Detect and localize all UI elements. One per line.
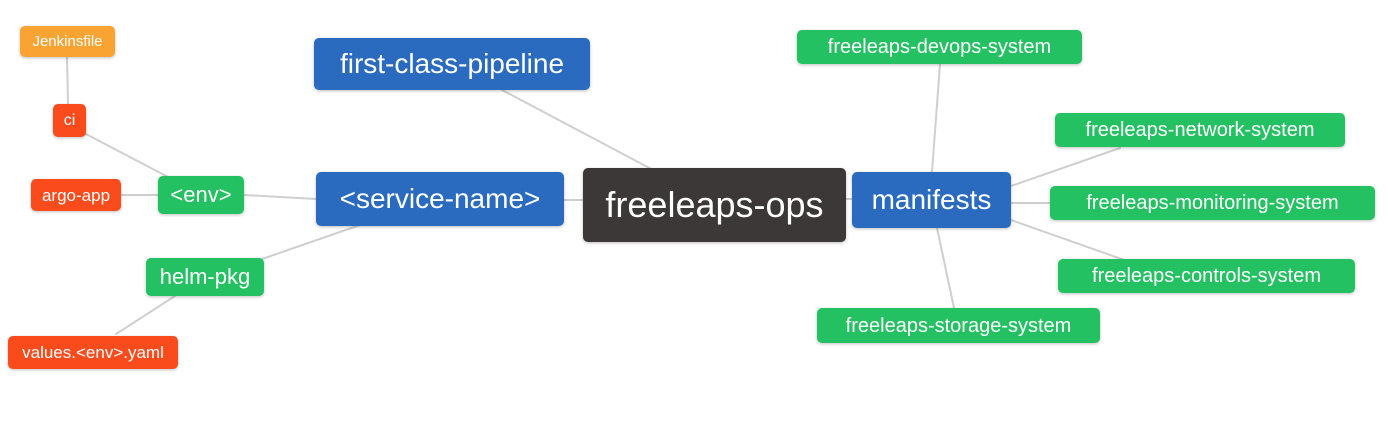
node-freeleaps-devops-system[interactable]: freeleaps-devops-system	[797, 30, 1082, 64]
node-freeleaps-network-system[interactable]: freeleaps-network-system	[1055, 113, 1345, 147]
edge-helm-pkg-to-values-env-yaml	[115, 295, 176, 335]
edge-manifests-to-freeleaps-network-system	[1010, 147, 1121, 187]
node-helm-pkg[interactable]: helm-pkg	[146, 258, 264, 296]
node-argo-app[interactable]: argo-app	[31, 179, 121, 211]
node-freeleaps-monitoring-system[interactable]: freeleaps-monitoring-system	[1050, 186, 1375, 220]
node-service-name[interactable]: <service-name>	[316, 172, 564, 226]
edge-env-to-service-name	[243, 194, 317, 200]
edge-manifests-to-freeleaps-storage-system	[936, 227, 955, 309]
node-ci[interactable]: ci	[53, 104, 86, 137]
edge-manifests-to-freeleaps-controls-system	[1010, 219, 1131, 263]
node-manifests[interactable]: manifests	[852, 172, 1011, 228]
edge-manifests-to-freeleaps-devops-system	[931, 63, 941, 173]
edge-first-class-pipeline-to-freeleaps-ops	[501, 89, 658, 173]
node-values-env-yaml[interactable]: values.<env>.yaml	[8, 336, 178, 369]
node-freeleaps-controls-system[interactable]: freeleaps-controls-system	[1058, 259, 1355, 293]
node-freeleaps-storage-system[interactable]: freeleaps-storage-system	[817, 308, 1100, 343]
node-first-class-pipeline[interactable]: first-class-pipeline	[314, 38, 590, 90]
edge-service-name-to-helm-pkg	[261, 224, 361, 260]
edge-jenkinsfile-to-ci	[66, 56, 69, 105]
node-freeleaps-ops[interactable]: freeleaps-ops	[583, 168, 846, 242]
node-jenkinsfile[interactable]: Jenkinsfile	[20, 26, 115, 57]
node-env[interactable]: <env>	[158, 176, 244, 214]
edge-ci-to-env	[83, 132, 171, 179]
